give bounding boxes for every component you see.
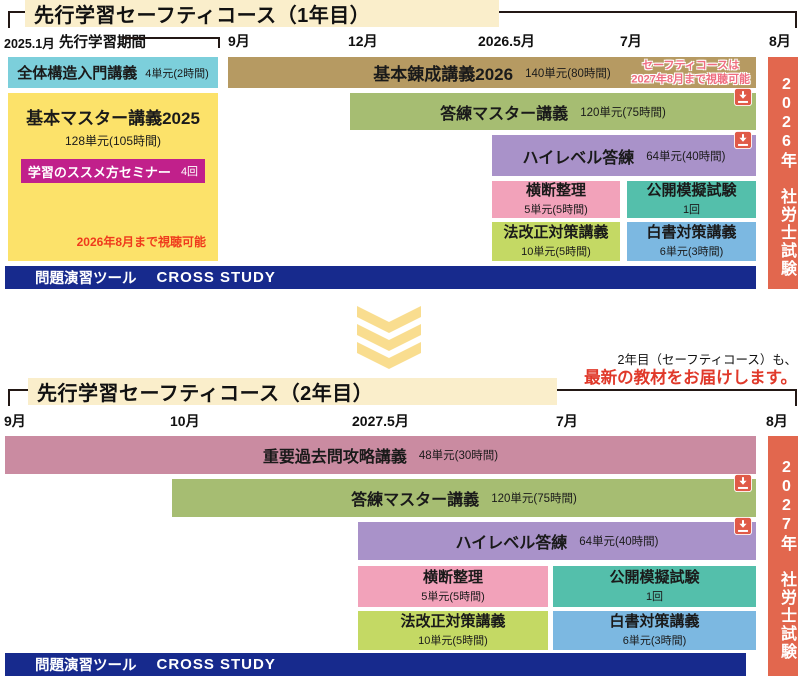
bar-label: 重要過去問攻略講義 (262, 449, 407, 466)
box-houkaisei: 法改正対策講義 10単元(5時間) (358, 611, 548, 650)
axis2-month-may: 2027.5月 (352, 413, 409, 429)
box-units: 6単元(3時間) (659, 246, 724, 259)
box-label: 法改正対策講義 (400, 612, 506, 630)
bar-label: 答練マスター講義 (440, 105, 569, 123)
bar-kakomon: 重要過去問攻略講義 48単元(30時間) (5, 436, 756, 474)
box-units: 1回 (645, 591, 664, 604)
transition-note-line1: 2年目（セーフティコース）も、 (617, 353, 797, 367)
axis1-month-dec: 12月 (348, 33, 378, 49)
cross-study-bar: 問題演習ツール CROSS STUDY (5, 653, 746, 676)
bar-kihon-rensei: 基本錬成講義2026 140単元(80時間) セーフティコースは 2027年8月… (228, 57, 756, 88)
bar-highlevel-touren: ハイレベル答練 64単元(40時間) (492, 135, 756, 176)
bar-label: ハイレベル答練 (522, 149, 635, 167)
axis1-month-sep: 9月 (228, 33, 250, 49)
bar-intro-lecture: 全体構造入門講義 4単元(2時間) (8, 57, 218, 88)
box-units: 10単元(5時間) (521, 246, 591, 259)
box-kokai-mogi: 公開模擬試験 1回 (553, 566, 756, 607)
axis1-month-jul: 7月 (620, 33, 642, 49)
panel-label: 基本マスター講義2025 (26, 109, 200, 128)
bar-units: 48単元(30時間) (418, 450, 499, 462)
box-label: 白書対策講義 (646, 223, 737, 241)
bar-units: 64単元(40時間) (579, 536, 659, 548)
safety-course-note-line2: 2027年8月まで視聴可能 (631, 73, 750, 86)
box-hakusho: 白書対策講義 6単元(3時間) (553, 611, 756, 650)
bar-units: 120単元(75時間) (491, 493, 577, 505)
bar-label: 基本錬成講義2026 (373, 65, 514, 84)
axis2-month-aug: 8月 (766, 413, 788, 429)
box-units: 10単元(5時間) (418, 635, 488, 648)
axis2-month-jul: 7月 (556, 413, 578, 429)
bar-touren-master: 答練マスター講義 120単元(75時間) (172, 479, 756, 517)
bar-units: 4単元(2時間) (145, 67, 209, 80)
bar-label: ハイレベル答練 (455, 535, 568, 552)
tool-label: 問題演習ツール (35, 658, 137, 674)
bar-touren-master: 答練マスター講義 120単元(75時間) (350, 93, 756, 130)
axis1-period-bracket (122, 37, 220, 48)
download-icon (734, 517, 752, 535)
download-icon (734, 88, 752, 106)
box-label: 白書対策講義 (609, 612, 700, 630)
axis1-month-may: 2026.5月 (478, 33, 535, 49)
panel-kihon-master: 基本マスター講義2025 128単元(105時間) 学習のススメ方セミナー 4回… (8, 93, 218, 261)
section1-title-highlight: 先行学習セーフティコース（1年目） (25, 0, 499, 27)
safety-course-note-line1: セーフティコースは (642, 59, 740, 72)
tool-label: 問題演習ツール (35, 271, 137, 287)
axis2-month-sep: 9月 (4, 413, 26, 429)
cross-study-bar: 問題演習ツール CROSS STUDY (5, 266, 756, 289)
bar-units: 120単元(75時間) (580, 106, 666, 119)
box-units: 1回 (682, 204, 701, 217)
download-icon (734, 131, 752, 149)
axis1-start-label: 2025.1月 (4, 37, 55, 51)
bar-label: 全体構造入門講義 (17, 65, 138, 82)
bar-units: 64単元(40時間) (646, 150, 726, 163)
box-units: 6単元(3時間) (622, 635, 687, 648)
section2-title-highlight: 先行学習セーフティコース（2年目） (28, 378, 557, 405)
exam-bar-2027: 2027年 社労士試験 (768, 436, 798, 676)
bar-highlevel-touren: ハイレベル答練 64単元(40時間) (358, 522, 756, 560)
bar-units: 140単元(80時間) (525, 67, 611, 80)
seminar-label: 学習のススメ方セミナー (27, 164, 171, 180)
axis1-period-label: 先行学習期間 (59, 35, 146, 51)
box-label: 横断整理 (525, 181, 586, 199)
box-oudan-seiri: 横断整理 5単元(5時間) (492, 181, 620, 218)
transition-note-line2: 最新の教材をお届けします。 (584, 369, 797, 387)
section2-title: 先行学習セーフティコース（2年目） (37, 383, 374, 405)
viewing-period-note: 2026年8月まで視聴可能 (76, 235, 206, 249)
download-icon (734, 474, 752, 492)
box-kokai-mogi: 公開模擬試験 1回 (627, 181, 756, 218)
tool-name: CROSS STUDY (156, 269, 276, 286)
box-houkaisei: 法改正対策講義 10単元(5時間) (492, 222, 620, 261)
box-label: 公開模擬試験 (609, 568, 700, 586)
panel-units: 128単元(105時間) (64, 134, 162, 148)
seminar-count: 4回 (180, 166, 199, 178)
box-units: 5単元(5時間) (524, 204, 588, 217)
tool-name: CROSS STUDY (156, 656, 276, 673)
box-label: 公開模擬試験 (646, 181, 737, 199)
section1-title: 先行学習セーフティコース（1年目） (34, 5, 371, 27)
seminar-badge: 学習のススメ方セミナー 4回 (21, 159, 205, 183)
chevron-down-icon (357, 306, 421, 369)
exam-bar-2026: 2026年 社労士試験 (768, 57, 798, 289)
safety-course-note: セーフティコースは 2027年8月まで視聴可能 (631, 58, 750, 87)
axis2-month-oct: 10月 (170, 413, 200, 429)
box-label: 横断整理 (422, 568, 483, 586)
bar-label: 答練マスター講義 (351, 492, 480, 509)
box-hakusho: 白書対策講義 6単元(3時間) (627, 222, 756, 261)
box-label: 法改正対策講義 (503, 223, 609, 241)
axis1-month-aug: 8月 (769, 33, 791, 49)
box-oudan-seiri: 横断整理 5単元(5時間) (358, 566, 548, 607)
box-units: 5単元(5時間) (421, 591, 485, 604)
